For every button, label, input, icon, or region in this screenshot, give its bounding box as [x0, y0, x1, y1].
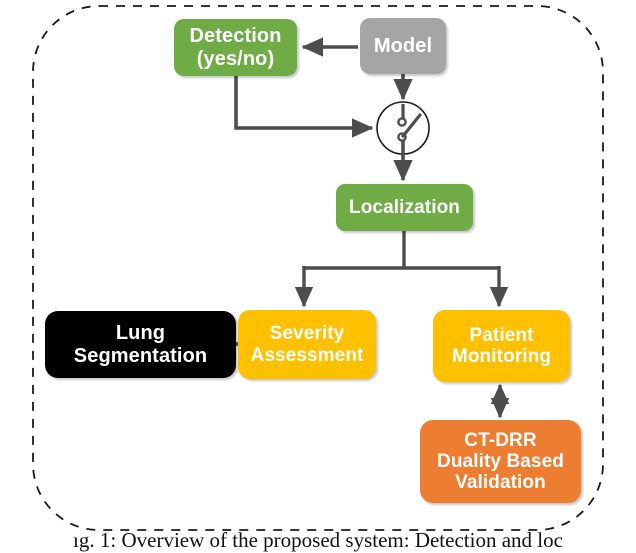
- node-patient-monitoring[interactable]: Patient Monitoring: [433, 310, 570, 382]
- node-severity-assessment[interactable]: Severity Assessment: [238, 310, 376, 379]
- switch-upper-terminal-icon: [397, 117, 407, 127]
- dashed-boundary: [32, 5, 604, 531]
- figure-caption: ıg. 1: Overview of the proposed system: …: [73, 528, 563, 552]
- node-localization[interactable]: Localization: [336, 184, 473, 231]
- switch-lever-icon: [401, 113, 422, 138]
- edge-localization-bus: [304, 231, 499, 270]
- node-ct-drr-validation[interactable]: CT-DRR Duality Based Validation: [420, 420, 581, 503]
- node-model[interactable]: Model: [360, 18, 446, 74]
- node-lung-segmentation[interactable]: Lung Segmentation: [45, 311, 236, 378]
- node-detection[interactable]: Detection (yes/no): [174, 19, 297, 76]
- edge-detection-to-switch: [234, 76, 374, 138]
